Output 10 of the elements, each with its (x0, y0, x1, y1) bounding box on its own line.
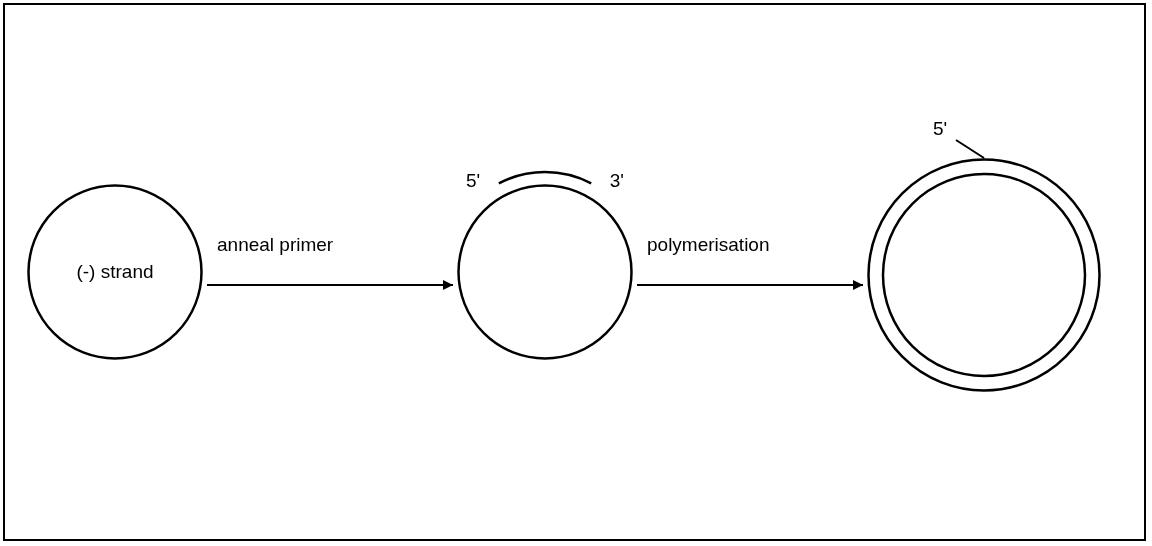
strand-end-label: 3' (609, 170, 624, 192)
strand-end-label: 5' (466, 170, 481, 192)
strand-end-label: 5' (933, 118, 948, 140)
arrow (206, 280, 454, 290)
node-label: (-) strand (76, 261, 154, 283)
dna-circle (27, 184, 203, 360)
edge-label: anneal primer (217, 234, 334, 256)
dna-circle (867, 158, 1101, 392)
edge-label: polymerisation (647, 234, 770, 256)
arrow (636, 280, 864, 290)
